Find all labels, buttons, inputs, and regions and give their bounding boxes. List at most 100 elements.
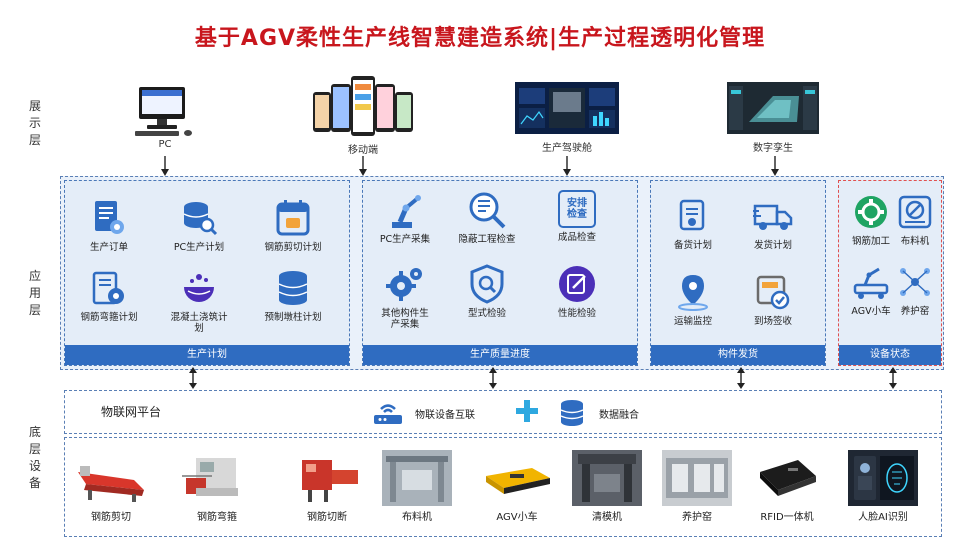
app-stock-plan[interactable]: 备货计划: [650, 196, 736, 251]
arrow-down-cockpit: [562, 156, 572, 176]
app-ship-plan[interactable]: 发货计划: [730, 196, 816, 251]
device-layer-box: 钢筋剪切 钢筋弯箍 钢筋切断 布料机 AGV小车 清模机 养护窑: [64, 437, 942, 537]
iot-item-device-link[interactable]: 物联设备互联: [371, 399, 475, 427]
group-production-plan-title: 生产计划: [65, 345, 349, 365]
app-rebar-processing[interactable]: 钢筋加工: [828, 192, 914, 247]
order-document-icon: [89, 198, 129, 238]
app-type-test-label: 型式检验: [467, 308, 506, 319]
arrow-bidir-quality: [488, 367, 498, 389]
desktop-computer-icon: [133, 85, 197, 137]
app-final-inspect[interactable]: 安排检查 成品检查: [534, 190, 620, 243]
mold-cleaner-photo-icon: [572, 450, 642, 506]
display-item-pc-label: PC: [158, 139, 172, 150]
device-rebar-bender[interactable]: 钢筋弯箍: [177, 450, 257, 524]
layer-label-bottom: 底层设备: [24, 424, 46, 492]
group-component-shipping-title: 构件发货: [651, 345, 825, 365]
layer-label-bottom-text: 底层设备: [28, 425, 41, 490]
app-curing-kiln-status-label: 养护窑: [900, 306, 930, 317]
app-stock-plan-label: 备货计划: [673, 240, 712, 251]
app-arrival-sign-label: 到场签收: [753, 316, 792, 327]
device-distributor[interactable]: 布料机: [377, 450, 457, 524]
app-agv-status[interactable]: AGV小车: [828, 262, 914, 317]
app-pc-plan[interactable]: PC生产计划: [156, 198, 242, 253]
app-arrival-sign[interactable]: 到场签收: [730, 272, 816, 327]
app-rebar-processing-label: 钢筋加工: [851, 236, 890, 247]
app-hidden-inspect-label: 隐蔽工程检查: [458, 234, 516, 245]
app-concrete-plan[interactable]: 混凝土浇筑计划: [156, 268, 242, 334]
app-pier-plan[interactable]: 预制墩柱计划: [250, 268, 336, 323]
checklist-gear-icon: [89, 268, 129, 308]
device-rebar-bender-label: 钢筋弯箍: [197, 512, 237, 523]
display-item-cockpit-label: 生产驾驶舱: [542, 143, 592, 154]
curing-kiln-photo-icon: [662, 450, 732, 506]
iot-item-data-fusion[interactable]: 数据融合: [559, 399, 639, 427]
truck-icon: [753, 196, 793, 236]
map-pin-icon: [673, 272, 713, 312]
device-mold-cleaner[interactable]: 清模机: [567, 450, 647, 524]
arrow-down-mobile: [358, 156, 368, 176]
app-production-order[interactable]: 生产订单: [66, 198, 152, 253]
device-face-ai[interactable]: 人脸AI识别: [843, 450, 923, 524]
app-rebar-cut-plan-label: 钢筋剪切计划: [264, 242, 322, 253]
display-item-cockpit[interactable]: 生产驾驶舱: [512, 82, 622, 154]
gears-icon: [385, 264, 425, 304]
device-distributor-label: 布料机: [402, 512, 432, 523]
magnifier-document-icon: [467, 190, 507, 230]
arrow-down-twin: [770, 156, 780, 176]
iot-platform-box: 物联网平台 物联设备互联 数据融合: [64, 390, 942, 434]
router-icon: [371, 399, 405, 427]
gear-green-icon: [851, 192, 891, 232]
app-transport-monitor[interactable]: 运输监控: [650, 272, 736, 327]
app-type-test[interactable]: 型式检验: [444, 264, 530, 319]
layer-label-display-text: 展示层: [28, 99, 41, 147]
shield-search-icon: [467, 264, 507, 304]
app-pier-plan-label: 预制墩柱计划: [264, 312, 322, 323]
arrow-bidir-ship: [736, 367, 746, 389]
device-rebar-shear[interactable]: 钢筋剪切: [71, 450, 151, 524]
app-concrete-plan-label: 混凝土浇筑计划: [170, 312, 228, 334]
digital-twin-icon: [727, 82, 819, 134]
plus-icon: [515, 399, 539, 423]
device-rebar-cutter[interactable]: 钢筋切断: [287, 450, 367, 524]
app-rebar-cut-plan[interactable]: 钢筋剪切计划: [250, 198, 336, 253]
app-performance-test[interactable]: 性能检验: [534, 264, 620, 319]
layer-label-application-text: 应用层: [28, 269, 41, 317]
iot-platform-title: 物联网平台: [101, 405, 162, 419]
inspection-badge-icon: 安排检查: [558, 190, 596, 228]
device-curing-kiln[interactable]: 养护窑: [657, 450, 737, 524]
sign-receipt-icon: [753, 272, 793, 312]
app-pc-collect[interactable]: PC生产采集: [362, 190, 448, 245]
arrow-bidir-status: [888, 367, 898, 389]
layer-label-application: 应用层: [24, 268, 46, 319]
rebar-cutter-machine-icon: [292, 450, 362, 506]
layer-label-display: 展示层: [24, 98, 46, 149]
device-agv[interactable]: AGV小车: [477, 450, 557, 524]
group-quality-progress-title: 生产质量进度: [363, 345, 637, 365]
arrow-bidir-plan: [188, 367, 198, 389]
concrete-pour-icon: [179, 268, 219, 308]
device-rebar-cutter-label: 钢筋切断: [307, 512, 347, 523]
arrow-down-pc: [160, 156, 170, 176]
iot-item-plus: [515, 399, 539, 423]
app-hidden-inspect[interactable]: 隐蔽工程检查: [444, 190, 530, 245]
app-other-collect[interactable]: 其他构件生产采集: [362, 264, 448, 330]
app-pc-collect-label: PC生产采集: [379, 234, 431, 245]
app-distributor-status[interactable]: 布料机: [872, 192, 958, 247]
robot-arm-icon: [385, 190, 425, 230]
display-item-mobile[interactable]: 移动端: [308, 76, 418, 156]
rfid-device-icon: [752, 450, 822, 506]
display-item-pc[interactable]: PC: [122, 85, 208, 150]
app-rebar-bend-plan[interactable]: 钢筋弯箍计划: [66, 268, 152, 323]
page-title: 基于AGV柔性生产线智慧建造系统|生产过程透明化管理: [194, 26, 766, 51]
display-item-twin[interactable]: 数字孪生: [724, 82, 822, 154]
agv-photo-icon: [482, 450, 552, 506]
app-final-inspect-label: 成品检查: [557, 232, 596, 243]
face-recognition-icon: [848, 450, 918, 506]
device-face-ai-label: 人脸AI识别: [858, 512, 908, 523]
database-search-icon: [179, 198, 219, 238]
device-rfid[interactable]: RFID一体机: [747, 450, 827, 524]
network-nodes-icon: [895, 262, 935, 302]
iot-item-data-fusion-label: 数据融合: [599, 409, 639, 421]
app-rebar-bend-plan-label: 钢筋弯箍计划: [80, 312, 138, 323]
app-curing-kiln-status[interactable]: 养护窑: [872, 262, 958, 317]
